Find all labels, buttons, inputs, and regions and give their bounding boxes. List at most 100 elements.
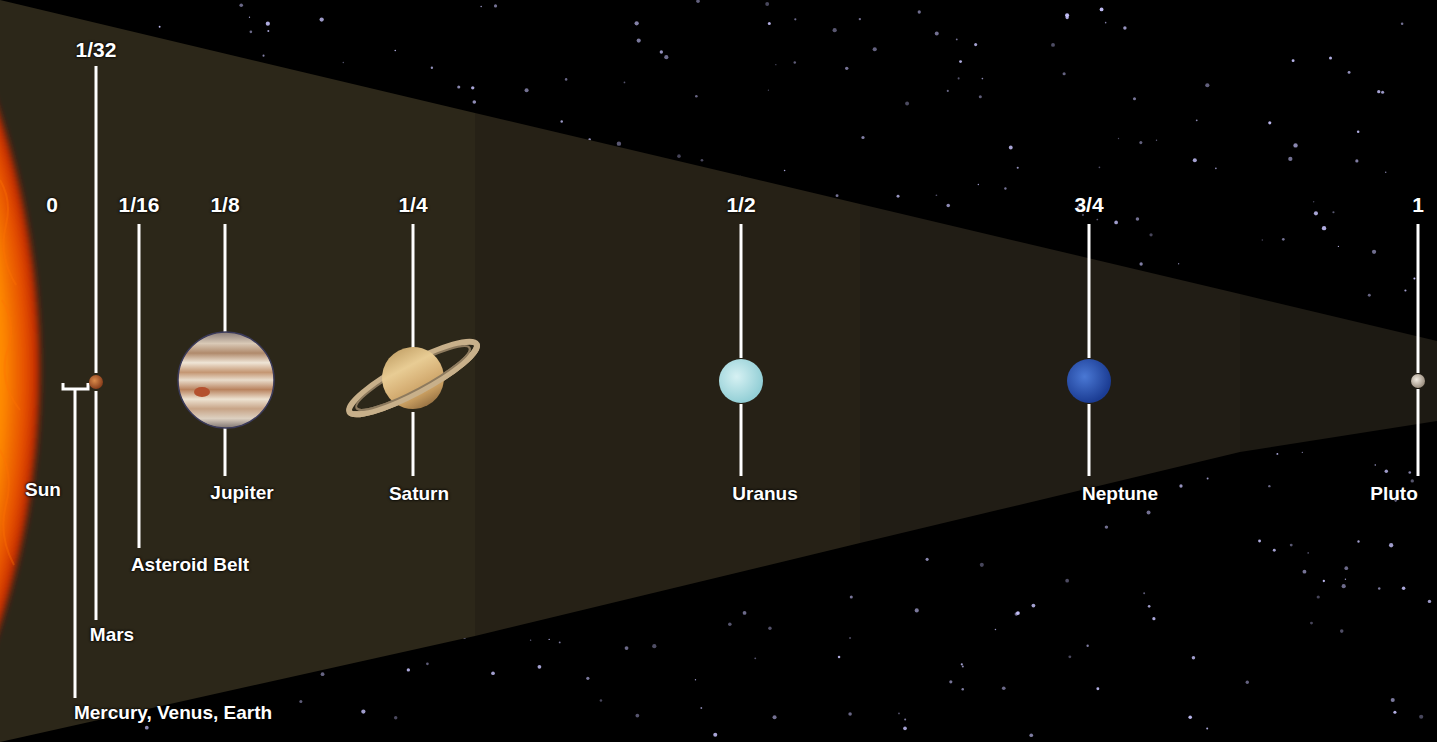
star [1066,16,1069,19]
star [1292,59,1295,62]
star [1105,525,1108,528]
scale-value: 1/4 [398,193,427,217]
star [266,22,270,26]
star [1196,119,1198,121]
star [1323,580,1325,582]
body-label: Neptune [1082,483,1158,505]
star [491,671,495,675]
star [695,679,696,680]
star [457,86,460,89]
star [980,563,984,567]
star [696,0,700,3]
scale-value: 0 [46,193,58,217]
star [1308,552,1309,553]
star [1100,8,1104,12]
star [660,50,663,53]
star [1004,187,1006,189]
star [1408,471,1411,474]
star [926,558,929,561]
star [784,170,786,172]
star [743,611,747,615]
star [565,78,568,81]
star [915,608,919,612]
star [637,38,641,42]
star [773,715,777,719]
star [1068,655,1071,658]
star [961,688,964,691]
star [625,646,629,650]
star [1206,727,1208,729]
star [239,3,243,7]
cone-band [475,113,860,636]
star [1262,239,1264,241]
star [1009,146,1013,150]
star [494,4,497,7]
star [958,77,960,79]
star [1016,611,1020,615]
star [1139,141,1142,144]
star [1268,485,1270,487]
body-label: Sun [25,479,61,501]
uranus-planet [719,359,763,403]
star [1402,586,1406,590]
star [1032,604,1036,608]
star [677,154,681,158]
star [1133,97,1136,100]
star [979,95,982,98]
star [1288,157,1292,161]
body-label: Mars [90,624,134,646]
star [1393,711,1396,714]
star [145,726,149,730]
star [905,102,909,106]
star [1317,595,1320,598]
star [586,677,589,680]
star [836,194,839,197]
star [904,719,906,721]
star [530,639,531,640]
star [635,714,639,718]
star [1118,138,1119,139]
star [652,644,656,648]
star [1276,453,1278,455]
star [1192,656,1195,659]
star [1086,645,1088,647]
star [1413,277,1415,279]
star [1310,622,1313,625]
star [956,39,958,41]
star [848,712,852,716]
star [1136,217,1140,221]
star [299,700,302,703]
star [1302,452,1303,453]
scale-value: 1/32 [76,38,117,62]
star [600,699,603,702]
star [1338,246,1339,247]
star [775,64,776,65]
star [525,88,529,92]
star [1152,617,1155,620]
star [1428,600,1431,603]
body-label: Saturn [389,483,449,505]
body-label: Uranus [732,483,797,505]
star [897,195,900,198]
star [765,2,769,6]
star [1207,477,1209,479]
star [624,82,626,84]
star [898,713,900,715]
star [1345,579,1346,580]
star [1313,201,1314,202]
star [1355,159,1358,162]
mars-planet [89,375,103,389]
star [1375,464,1376,465]
star [1051,43,1055,47]
star [1205,83,1209,87]
star [394,716,397,719]
star [1368,294,1371,297]
star [982,78,984,80]
star [949,680,952,683]
star [1357,540,1359,542]
star [974,43,977,46]
star [861,136,864,139]
star [1193,158,1197,162]
star [794,61,796,63]
star [1258,540,1261,543]
